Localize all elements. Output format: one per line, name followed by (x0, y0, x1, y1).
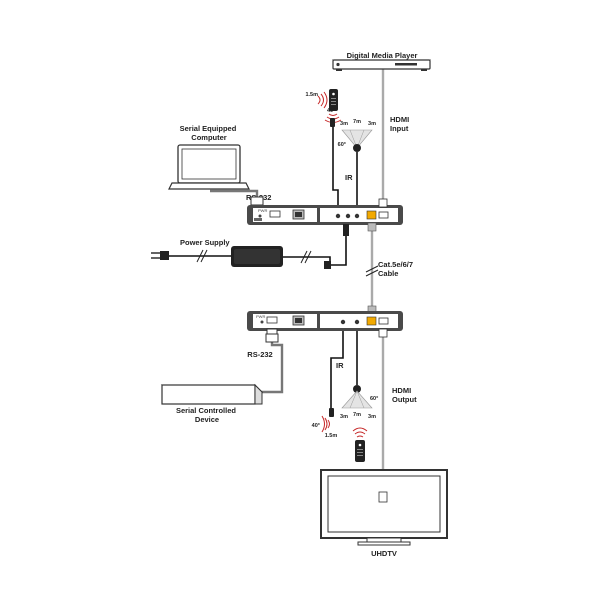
ir-emitter-cable-top (332, 125, 339, 210)
remote-control-icon (329, 89, 338, 111)
ir-emitter-cable-bottom (330, 322, 344, 408)
power-cable (282, 236, 347, 266)
computer-label-line2: Computer (191, 133, 226, 142)
ir-range-mid-bottom: 7m (353, 412, 361, 418)
ir-receiver-angle-bottom: 60° (370, 396, 378, 402)
db9-connector-bottom (265, 328, 279, 343)
ir-range-left-top: 3m (340, 121, 348, 127)
remote-control-icon-bottom (355, 440, 365, 462)
transmitter-unit: PWR (247, 205, 403, 225)
ir-emitter-angle-top: 40° (327, 108, 335, 114)
power-supply-label: Power Supply (180, 238, 230, 247)
ir-wave-icon-bottom-remote (352, 427, 368, 438)
ferrite-bead (324, 261, 331, 269)
ir-receiver-icon-top (353, 144, 361, 152)
ir-range-right-bottom: 3m (368, 414, 376, 420)
power-plug-icon (151, 251, 169, 260)
svg-text:PWR: PWR (258, 208, 267, 213)
power-cord-break-left (196, 249, 208, 263)
hdmi-plug-tv (378, 491, 388, 503)
ir-emitter-icon-bottom (329, 408, 334, 417)
serial-device-label-line2: Device (195, 415, 219, 424)
media-player-label: Digital Media Player (347, 51, 418, 60)
hdmi-plug-top (378, 198, 388, 208)
ir-receiver-angle-top: 60° (338, 142, 346, 148)
hdmi-output-label-line1: HDMI (392, 386, 411, 395)
rj45-plug-top (367, 222, 377, 232)
svg-text:PWR: PWR (256, 314, 265, 319)
power-adapter-icon (231, 246, 283, 267)
ir-near-distance-bottom: 1.5m (325, 433, 338, 439)
ir-label-bottom: IR (336, 361, 344, 370)
tv-icon (320, 469, 448, 546)
media-player-icon (332, 59, 431, 71)
ir-range-right-top: 3m (368, 121, 376, 127)
ir-wave-icon-bottom-emitter (321, 415, 330, 433)
ir-receiver-icon-bottom (353, 385, 361, 393)
uhdtv-label: UHDTV (371, 549, 397, 558)
ir-emitter-angle-bottom: 40° (312, 423, 320, 429)
ir-label-top: IR (345, 173, 353, 182)
rs232-label-bottom: RS-232 (247, 350, 272, 359)
serial-device-label: Serial Controlled Device (176, 406, 238, 424)
hdmi-input-label-line2: Input (390, 124, 409, 133)
serial-device-icon (160, 383, 264, 405)
serial-device-label-line1: Serial Controlled (176, 406, 236, 415)
ir-range-left-bottom: 3m (340, 414, 348, 420)
ir-receiver-cone-bottom (341, 390, 373, 409)
cable-label-line2: Cable (378, 269, 398, 278)
hdmi-plug-bottom (378, 328, 388, 338)
ir-near-distance-top: 1.5m (305, 92, 318, 98)
cable-label: Cat.5e/6/7 Cable (378, 260, 415, 278)
hdmi-output-label-line2: Output (392, 395, 417, 404)
dc-plug (343, 224, 349, 236)
computer-label: Serial Equipped Computer (180, 124, 239, 142)
laptop-icon (168, 144, 250, 190)
ir-wave-icon-top-emitter (317, 91, 328, 109)
power-cord-break-right (300, 250, 312, 264)
cat-cable-break (365, 265, 379, 277)
hdmi-input-label-line1: HDMI (390, 115, 409, 124)
cable-label-line1: Cat.5e/6/7 (378, 260, 413, 269)
hdmi-input-label: HDMI Input (390, 115, 411, 133)
ir-range-mid-top: 7m (353, 119, 361, 125)
ir-emitter-icon-top (330, 118, 335, 127)
hdmi-output-label: HDMI Output (392, 386, 417, 404)
receiver-unit: PWR (247, 311, 403, 331)
computer-label-line1: Serial Equipped (180, 124, 237, 133)
